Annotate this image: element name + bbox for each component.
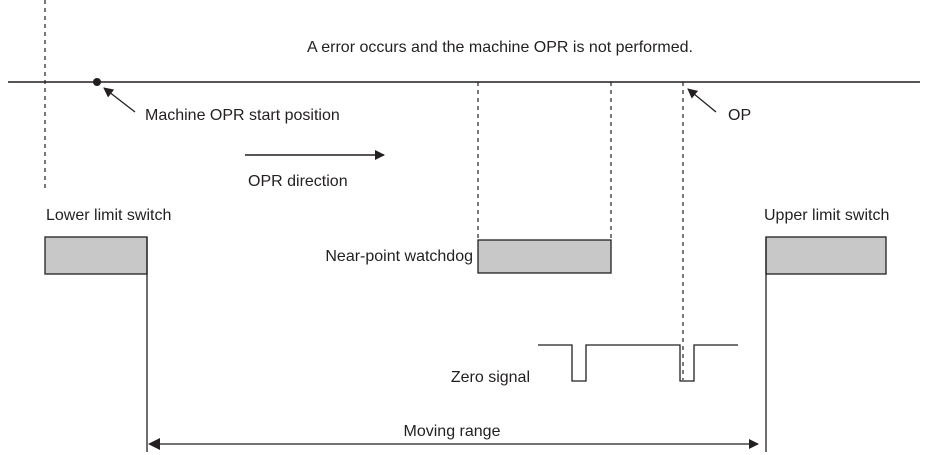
op-leader-arrow: [687, 88, 717, 113]
error-title: A error occurs and the machine OPR is no…: [307, 39, 693, 56]
upper-limit-block: [765, 236, 887, 275]
near-point-label: Near-point watchdog: [325, 248, 473, 265]
upper-limit-label: Upper limit switch: [764, 207, 889, 224]
moving-range-label: Moving range: [404, 423, 501, 440]
start-position-leader-arrow: [103, 87, 136, 113]
zero-signal-waveform: [538, 344, 738, 382]
near-point-block: [477, 239, 612, 274]
lower-limit-label: Lower limit switch: [46, 207, 171, 224]
start-position-label: Machine OPR start position: [145, 107, 340, 124]
opr-direction-label: OPR direction: [248, 173, 348, 190]
moving-range-left-arrowhead: [148, 438, 160, 450]
start-position-dot: [93, 78, 101, 86]
zero-signal-label: Zero signal: [451, 369, 530, 386]
op-label: OP: [728, 107, 751, 124]
lower-limit-block: [44, 236, 148, 275]
